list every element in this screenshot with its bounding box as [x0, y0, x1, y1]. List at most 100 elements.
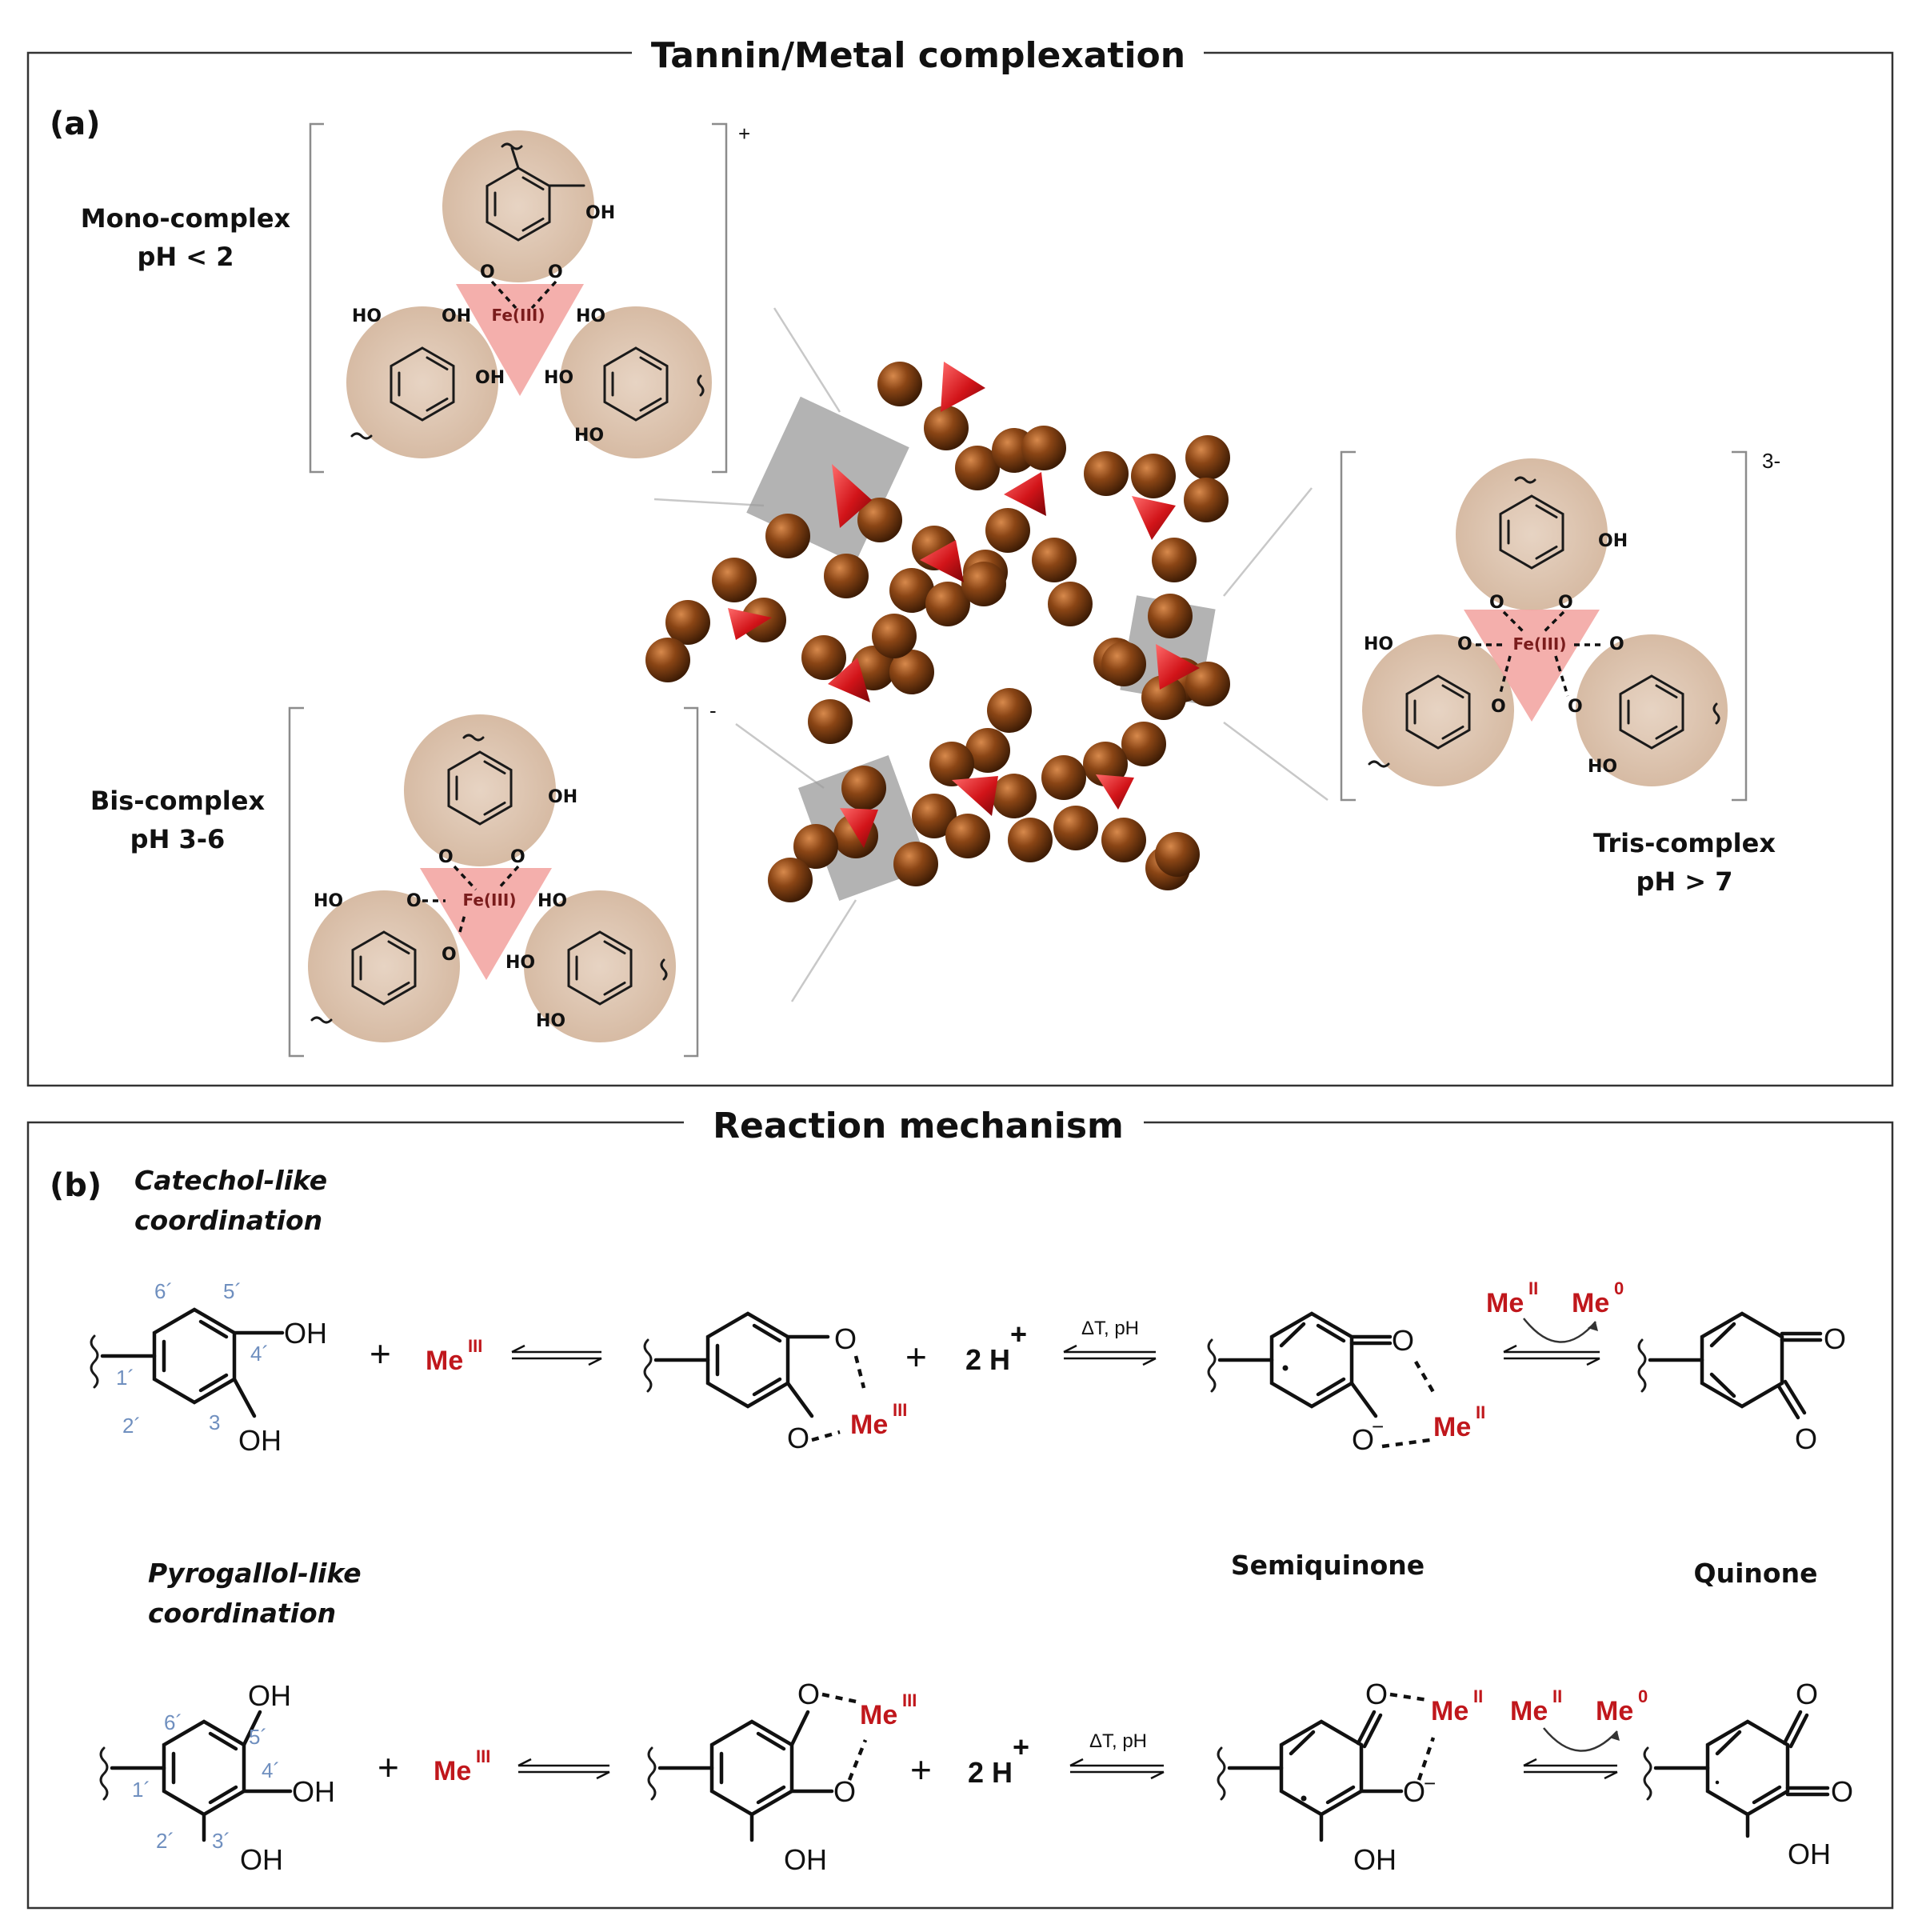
- ox-state: III: [902, 1690, 917, 1710]
- panel-a-frame: [26, 51, 1894, 1087]
- tannin-bead: [1152, 538, 1197, 582]
- equilibrium-arrow: [1069, 1758, 1165, 1780]
- position-label: 5´: [223, 1279, 242, 1303]
- metal-me: Me: [434, 1756, 471, 1786]
- atom-oh: OH: [292, 1775, 335, 1808]
- atom-o: O: [1365, 1678, 1388, 1710]
- equilibrium-arrow: [511, 1344, 602, 1366]
- position-label: 4´: [262, 1758, 280, 1782]
- ox-state: II: [1476, 1402, 1485, 1422]
- ox-state: III: [476, 1746, 490, 1766]
- metal-me: Me: [1431, 1696, 1468, 1726]
- atom-o: O: [442, 945, 457, 965]
- tannin-bead: [992, 774, 1037, 818]
- tannin-bead: [1048, 582, 1093, 626]
- tannin-bead: [712, 558, 757, 602]
- ox-state: III: [893, 1400, 907, 1420]
- tannin-bead: [857, 498, 902, 542]
- atom-o: O: [833, 1775, 856, 1808]
- mono-complex: + Mono-complex pH < 2 OH O O Fe(III) HO …: [81, 122, 750, 474]
- metal-me: Me: [850, 1410, 888, 1440]
- panel-a-title: Tannin/Metal complexation: [651, 35, 1185, 76]
- panel-b-frame: [26, 1121, 1894, 1910]
- metal-triangle: [420, 868, 552, 980]
- atom-o: O: [797, 1678, 820, 1710]
- bracket-right: [1732, 450, 1748, 802]
- ox-state: II: [1528, 1278, 1538, 1298]
- bracket-right: [712, 122, 728, 474]
- panel-b-tag: (b): [50, 1167, 102, 1204]
- atom-o: O: [480, 262, 495, 282]
- position-label: 4´: [250, 1342, 269, 1366]
- tannin-bead: [1084, 451, 1129, 496]
- atom-o: O: [1352, 1423, 1374, 1456]
- plus-sign: +: [905, 1336, 927, 1378]
- connector-line: [1223, 487, 1313, 597]
- pyrogallol-molecule: OH OH OH 6´ 5´ 4´ 3´ 2´ 1´: [99, 1679, 335, 1876]
- tannin-bead: [1184, 478, 1229, 522]
- tannin-bead: [924, 406, 969, 450]
- atom-o: O: [1609, 634, 1624, 654]
- minus-charge: −: [1424, 1771, 1436, 1795]
- atom-oh: OH: [1598, 531, 1628, 551]
- tannin-bead: [987, 688, 1032, 733]
- tannin-bead: [1053, 806, 1098, 850]
- connector-line: [653, 498, 765, 507]
- metal-node: [728, 608, 772, 640]
- two-protons: 2 H: [965, 1343, 1010, 1376]
- tannin-bead: [929, 742, 974, 786]
- atom-oh: OH: [548, 787, 577, 807]
- atom-o: O: [510, 847, 525, 867]
- tris-complex-label: Tris-complex: [1593, 828, 1776, 858]
- tannin-bead: [1008, 818, 1053, 862]
- tannin-bead: [1101, 818, 1146, 862]
- pyrogallol-quinone-molecule: O O OH: [1643, 1678, 1853, 1870]
- ox-state: 0: [1638, 1686, 1648, 1706]
- tannin-bead: [765, 514, 810, 558]
- minus-charge: −: [1372, 1414, 1384, 1438]
- atom-ho: HO: [352, 306, 382, 326]
- tris-ph-label: pH > 7: [1636, 866, 1732, 897]
- atom-ho: HO: [314, 891, 343, 911]
- pyrogallol-label-line1: Pyrogallol-like: [148, 1558, 362, 1589]
- position-label: 6´: [154, 1279, 173, 1303]
- metal-me: Me: [1596, 1696, 1633, 1726]
- equilibrium-arrow: [517, 1758, 610, 1780]
- metal-node: [920, 540, 964, 582]
- tannin-bead: [961, 562, 1006, 606]
- atom-ho: HO: [537, 891, 567, 911]
- metal-node: [1004, 472, 1046, 516]
- bis-complex-label: Bis-complex: [90, 786, 266, 816]
- tannin-bead: [824, 554, 869, 598]
- tannin-bead: [965, 728, 1010, 773]
- bis-charge: -: [709, 698, 717, 722]
- atom-oh: OH: [240, 1843, 283, 1876]
- tannin-bead: [925, 582, 970, 626]
- atom-ho: HO: [1588, 757, 1617, 777]
- tannin-bead: [985, 508, 1030, 553]
- redox-curved-arrow: [1523, 1318, 1596, 1343]
- tannin-bead: [889, 650, 934, 694]
- atom-o: O: [1796, 1678, 1818, 1710]
- metal-label: Fe(III): [491, 306, 545, 325]
- metal-me: Me: [1510, 1696, 1548, 1726]
- atom-oh: OH: [1788, 1838, 1831, 1870]
- position-label: 5´: [249, 1725, 267, 1749]
- catechol-molecule: OH OH 6´ 5´ 4´ 3 2´ 1´: [90, 1279, 327, 1457]
- equilibrium-arrow: [1503, 1344, 1600, 1366]
- bis-ph-label: pH 3-6: [130, 824, 226, 854]
- tris-complex: 3- Tris-complex pH > 7 OH O O Fe(III) HO…: [1340, 449, 1780, 897]
- atom-o: O: [834, 1322, 857, 1355]
- tannin-bead: [801, 635, 846, 680]
- atom-oh: OH: [585, 203, 615, 223]
- reaction-conditions: ΔT, pH: [1081, 1318, 1139, 1339]
- atom-o: O: [1568, 697, 1583, 717]
- atom-o: O: [548, 262, 563, 282]
- tannin-bead: [955, 446, 1000, 490]
- catechol-metal-complex: O O Me III: [643, 1311, 907, 1454]
- position-label: 2´: [156, 1829, 174, 1853]
- panel-a-tag: (a): [50, 106, 101, 142]
- panel-a: Tannin/Metal complexation (a) + Mono-com…: [26, 35, 1894, 1087]
- redox-curved-arrow: [1543, 1727, 1618, 1752]
